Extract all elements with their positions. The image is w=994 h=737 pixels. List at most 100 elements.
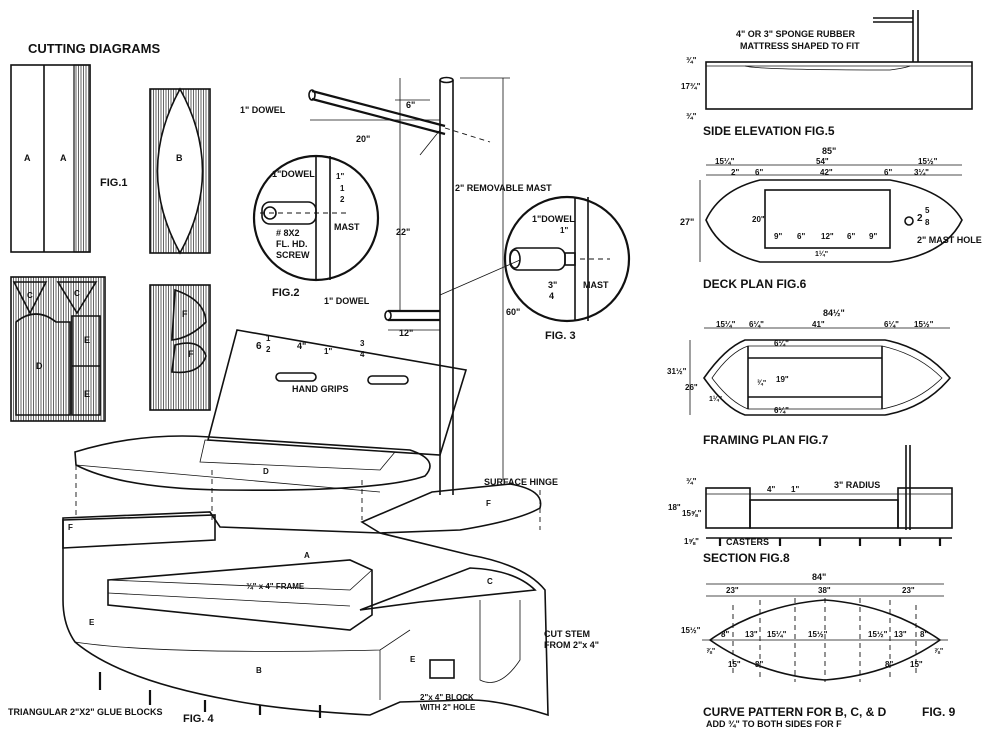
fig9-dim-15-b: 15" [910, 660, 923, 669]
dim-20-inch: 20" [356, 134, 371, 144]
glue-blocks-label: TRIANGULAR 2"X2" GLUE BLOCKS [8, 707, 163, 717]
fig4-tag-f-1: F [68, 523, 73, 532]
fig9-caption-line-1: CURVE PATTERN FOR B, C, & D [703, 705, 887, 719]
fig8-section [705, 445, 953, 546]
fig6-dim-6-right: 6" [884, 168, 893, 177]
cutting-diagrams-title: CUTTING DIAGRAMS [28, 41, 161, 56]
fig6-mast-hole-label: 2" MAST HOLE [917, 235, 982, 245]
fig4-tag-e-1: E [89, 618, 95, 627]
top-deck-d [74, 435, 431, 492]
fig7-dim-41: 41" [812, 320, 825, 329]
fig6-dim-2-5-8: 2 [917, 213, 923, 224]
fig6-deck-plan [699, 164, 963, 263]
fig5-dim-bottom: ¾" [686, 112, 697, 121]
fig9-dim-84: 84" [812, 572, 827, 582]
fig2-caption: FIG.2 [272, 287, 300, 299]
fig9-dim-23-left: 23" [726, 586, 739, 595]
fig7-dim-6-1-4-c: 6¼" [774, 339, 789, 348]
fig6-dim-6-c: 6" [797, 232, 806, 241]
fig9-dim-7-8-a: ⅞" [706, 648, 716, 655]
fig7-dim-26: 26" [685, 383, 698, 392]
fig3-mast-label: MAST [583, 280, 609, 290]
fig9-dim-15-1-2: 15½" [681, 626, 701, 635]
fig1-caption: FIG.1 [100, 177, 128, 189]
fig7-dim-19: 19" [776, 375, 789, 384]
fig8-radius-label: 3" RADIUS [834, 480, 881, 490]
fig7-dim-3-4: ¾" [757, 380, 767, 387]
dim-22-inch: 22" [396, 227, 411, 237]
fig1-plywood-a [10, 64, 91, 253]
fig5-caption: SIDE ELEVATION FIG.5 [703, 124, 835, 138]
fig9-dim-38: 38" [818, 586, 831, 595]
part-e-label-2: E [84, 389, 91, 399]
fig7-framing-plan [689, 327, 952, 416]
fig6-dim-85: 85" [822, 146, 837, 156]
mast-dimension-lines [310, 77, 510, 480]
block-label-2: WITH 2" HOLE [420, 703, 476, 712]
fig8-dim-1-5-8: 1⅝" [684, 537, 699, 546]
fig8-dim-1: 1" [791, 485, 800, 494]
block-label-1: 2"x 4" BLOCK [420, 693, 474, 702]
fig9-dim-13-a: 13" [745, 630, 758, 639]
fig6-dim-9-left: 9" [774, 232, 783, 241]
fig7-dim-31-1-2: 31½" [667, 367, 687, 376]
fig4-dim-6: 6 [256, 341, 262, 352]
fig6-dim-9-right: 9" [869, 232, 878, 241]
fig5-dim-height: 17¾" [681, 82, 701, 91]
fig6-caption: DECK PLAN FIG.6 [703, 277, 807, 291]
fig3-caption: FIG. 3 [545, 330, 576, 342]
upper-dowel-label: 1" DOWEL [240, 105, 286, 115]
fig2-screw-label-3: SCREW [276, 250, 310, 260]
fig9-dim-23-right: 23" [902, 586, 915, 595]
fig2-detail-circle [252, 154, 380, 282]
upper-dowel [308, 89, 491, 143]
fig3-dim-1: 1" [560, 226, 569, 235]
fig6-dim-3-1-4: 3¼" [914, 168, 929, 177]
fig8-dim-18: 18" [668, 503, 681, 512]
fig4-caption: FIG. 4 [183, 713, 214, 725]
part-a-label-2: A [60, 153, 67, 163]
fig6-dim-42: 42" [820, 168, 833, 177]
fig3-dim-34-den: 4 [549, 291, 555, 301]
cut-sheet-f [149, 284, 211, 411]
fig4-tag-a: A [304, 551, 310, 560]
fig2-mast-label: MAST [334, 222, 360, 232]
box-body-dashed [75, 464, 541, 530]
right-deck-f [360, 483, 542, 534]
fig6-dim-27: 27" [680, 217, 695, 227]
mast-pole [419, 76, 454, 495]
fig5-note-1: 4" OR 3" SPONGE RUBBER [736, 29, 856, 39]
part-a-label-1: A [24, 153, 31, 163]
fig4-tag-d: D [263, 467, 269, 476]
fig9-dim-15-1-4: 15¼" [767, 630, 787, 639]
fig4-tag-f-2: F [486, 499, 491, 508]
fig7-dim-15-1-2: 15½" [914, 320, 934, 329]
fig5-side-elevation [705, 10, 973, 110]
fig3-dowel-label: 1"DOWEL [532, 214, 575, 224]
fig4-dim-34-num: 3 [360, 339, 365, 348]
fig6-dim-12: 12" [821, 232, 834, 241]
fig4-tag-e-2: E [410, 655, 416, 664]
fig9-dim-8-b: 8" [920, 630, 929, 639]
fig2-dim-1: 1" [336, 172, 345, 181]
fig9-dim-15-1-2-c: 15½" [868, 630, 888, 639]
fig8-caption: SECTION FIG.8 [703, 551, 790, 565]
fig6-dim-2: 2" [731, 168, 740, 177]
fig7-dim-84-1-2: 84½" [823, 308, 845, 318]
fig7-dim-6-1-4-b: 6¼" [884, 320, 899, 329]
fig8-casters-label: CASTERS [726, 537, 770, 547]
fig7-dim-15-1-4: 15¼" [716, 320, 736, 329]
part-f-label-2: F [188, 349, 194, 359]
hull-frame [62, 511, 549, 718]
fig3-dim-34-num: 3" [548, 280, 558, 290]
part-e-label-1: E [84, 335, 91, 345]
surface-hinge-label: SURFACE HINGE [484, 477, 559, 487]
part-d-label: D [36, 361, 43, 371]
fig4-dim-1: 1" [324, 347, 333, 356]
fig7-dim-1-1-4: 1¼" [709, 396, 723, 403]
fig7-dim-6-1-4-a: 6¼" [749, 320, 764, 329]
part-c-label-1: C [27, 291, 33, 300]
part-c-label-2: C [74, 289, 80, 298]
lid-panel [206, 329, 468, 456]
fig4-dim-34-den: 4 [360, 350, 365, 359]
